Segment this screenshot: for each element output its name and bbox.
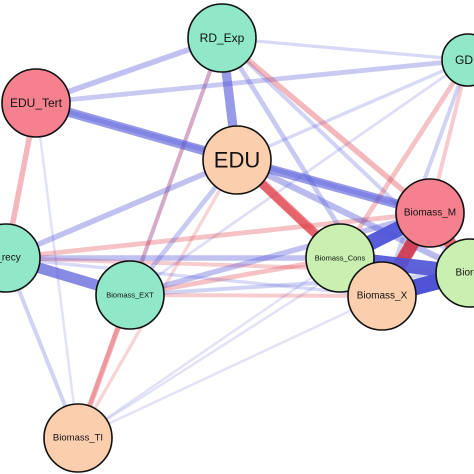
node-label-Biomass_X: Biomass_X [357,291,408,302]
edge-GDP-Biomass_Cons [337,58,471,260]
edge-EDU_Tert-EDU [34,98,239,165]
edge-Biomass_EXT-Biomass_M [129,210,431,298]
node-label-Biomass_Cons: Biomass_Cons [315,254,366,263]
node-label-Biomass_TI: Biomass_TI [53,433,103,444]
node-Biomass_X: Biomass_X [347,261,417,331]
edge-Biomass_TI-Biomass_X [77,294,383,440]
edge-RD_Exp-Biomass_M [220,35,432,216]
node-label-GDP: GDP [455,53,474,67]
node-Biomass_TI: Biomass_TI [43,403,113,473]
node-RD_Exp: RD_Exp [187,3,257,73]
edge-Biomass_recy-Biomass_X [5,256,383,298]
edge-GDP-EDU [236,58,469,162]
node-label-EDU_Tert: EDU_Tert [10,96,63,110]
node-GDP: GDP [441,33,474,87]
edge-Biomass_EXT-Biomass_Cons [129,255,341,298]
edge-Biomass_EXT-RD_Exp [128,37,224,296]
node-circle-GDP [441,33,474,87]
node-label-Bioren: Bioren [456,268,474,279]
edge-GDP-Biomass_X [380,59,470,297]
edge-EDU-Bioren [235,157,472,276]
node-Bioren: Bioren [435,238,474,308]
node-Biomass_M: Biomass_M [395,178,465,248]
node-circle-Biomass_recy [0,223,41,293]
node-circle-Biomass_M [395,178,465,248]
node-circle-EDU_Tert [1,68,71,138]
edge-EDU_Tert-GDP [35,57,469,106]
edge-Biomass_TI-RD_Exp [76,37,224,439]
node-circle-RD_Exp [187,3,257,73]
node-circle-Biomass_EXT [95,260,165,330]
node-EDU_Tert: EDU_Tert [1,68,71,138]
node-label-EDU: EDU [214,148,260,173]
node-label-RD_Exp: RD_Exp [200,31,245,45]
nodes-layer: RD_ExpGDPEDU_TertEDUBiomass_Ms_recyBioma… [0,3,474,473]
edge-Biomass_recy-Biomass_M [5,210,431,261]
edge-Biomass_TI-Biomass_Cons [77,256,341,440]
node-Biomass_EXT: Biomass_EXT [95,260,165,330]
node-EDU: EDU [202,125,272,195]
edge-Biomass_EXT-Bioren [129,271,471,297]
node-Biomass_recy: s_recy [0,223,41,293]
node-circle-Biomass_X [347,261,417,331]
edge-Biomass_recy-EDU [4,157,239,261]
node-label-Biomass_recy: s_recy [0,253,21,264]
edge-RD_Exp-GDP [221,36,469,62]
edge-Biomass_EXT-Biomass_X [129,293,383,298]
node-circle-Biomass_TI [43,403,113,473]
node-label-Biomass_M: Biomass_M [404,208,456,219]
node-label-Biomass_EXT: Biomass_EXT [106,291,154,300]
node-circle-Bioren [435,238,474,308]
node-circle-EDU [202,125,272,195]
edges-layer [3,35,474,440]
